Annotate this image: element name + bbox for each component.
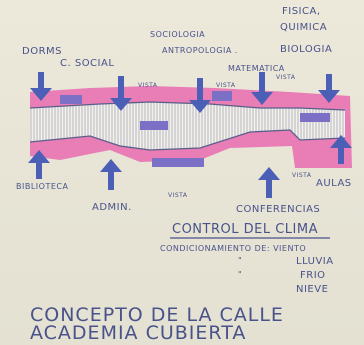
arrows-down xyxy=(30,72,340,113)
label-biblioteca: BIBLIOTECA xyxy=(16,182,69,191)
climate-ditto: " xyxy=(238,270,243,279)
covered-street xyxy=(30,102,345,150)
climate-nieve: NIEVE xyxy=(296,284,329,295)
label-conferencias: CONFERENCIAS xyxy=(236,204,321,215)
purple-block xyxy=(152,158,204,167)
climate-lluvia: LLUVIA xyxy=(296,256,334,267)
label-admin: ADMIN. xyxy=(92,202,132,213)
arrows-up xyxy=(28,135,352,198)
label-aulas: AULAS xyxy=(316,178,352,189)
purple-block xyxy=(60,95,82,104)
label-sociologia: SOCIOLOGIA xyxy=(150,30,206,39)
label-c-social: C. SOCIAL xyxy=(60,58,115,69)
label-fisica: FISICA, xyxy=(282,6,321,17)
label-matematica: MATEMATICA xyxy=(228,64,285,73)
climate-conditioning: CONDICIONAMIENTO DE: VIENTO xyxy=(160,244,307,253)
purple-block xyxy=(140,121,168,130)
label-vista: VISTA xyxy=(276,74,296,81)
label-antropologia: ANTROPOLOGIA . xyxy=(162,46,238,55)
climate-ditto: " xyxy=(238,256,243,265)
street-edge-bottom xyxy=(29,129,346,151)
label-biologia: BIOLOGIA xyxy=(280,44,333,55)
label-vista: VISTA xyxy=(168,192,188,199)
climate-frio: FRIO xyxy=(300,270,326,281)
label-vista: VISTA xyxy=(292,172,312,179)
purple-block xyxy=(300,113,330,122)
purple-block xyxy=(212,91,232,101)
label-dorms: DORMS xyxy=(22,46,62,57)
climate-title: CONTROL DEL CLIMA xyxy=(172,222,318,237)
concept-title-line1: CONCEPTO DE LA CALLE xyxy=(30,304,284,326)
label-vista: VISTA xyxy=(216,82,236,89)
label-vista: VISTA xyxy=(138,82,158,89)
street-edge-top xyxy=(29,101,346,111)
concept-title-line2: ACADEMIA CUBIERTA xyxy=(30,322,247,344)
label-quimica: QUIMICA xyxy=(280,22,328,33)
